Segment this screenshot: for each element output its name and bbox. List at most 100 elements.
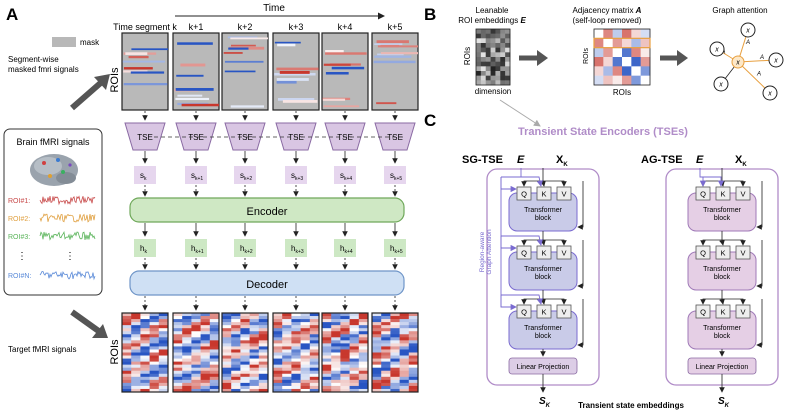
qkv-label: Q [700,190,706,199]
masked-signal-panels [121,32,419,111]
qkv-box [735,245,751,260]
edge-label: A [759,55,764,61]
adj-cell [622,75,632,86]
embed-cell [485,61,491,67]
qkv-label: Q [521,190,527,199]
adj-cols-label: ROIs [613,88,631,97]
embed-cell [480,71,487,76]
qkv-box [556,186,572,201]
qkv-label: Q [521,308,527,317]
block-label: block [535,215,552,222]
embed-cell [505,66,511,72]
state-label: sk+2 [240,171,252,182]
qkv-label: V [740,308,745,317]
adj-cell [603,75,613,86]
masked-label-1: Segment-wise [8,55,59,64]
target-panel [371,312,419,393]
time-label: Time [263,3,285,14]
panel-b-letter: B [424,5,436,24]
decoder-box [129,270,405,296]
block-label: block [535,274,552,281]
embed-cell [485,75,491,81]
graph-node [713,76,729,92]
block-label: Transformer [524,207,563,214]
tse-label: TSE [137,133,153,142]
embed-cell [490,66,496,72]
node-label: x [773,58,778,65]
panel-a-letter: A [6,5,18,24]
adjacency-matrix [593,28,651,86]
state-label: sk [140,171,147,182]
qkv-label: V [561,308,566,317]
hidden-box [185,239,207,257]
embed-cell [495,47,501,53]
embed-cell [495,52,501,58]
qkv-label: K [541,308,546,317]
hidden-label: hk [140,244,147,255]
embed-cell [495,38,501,44]
embed-cell [500,57,506,62]
embed-cell [500,29,506,34]
target-panel [272,312,320,393]
qkv-box [516,245,532,260]
adj-highlight-row [593,37,651,49]
state-box [334,166,356,184]
embed-cell [505,29,511,34]
embed-cell [505,75,511,81]
graph-title: Graph attention [712,6,767,15]
tse-row: TSEskhkTSEsk+1hk+1TSEsk+2hk+2TSEsk+3hk+3… [124,111,416,311]
block-label: block [535,333,552,340]
roi-ellipsis: ⋮ [17,251,27,262]
hidden-label: hk+4 [340,244,353,255]
node-label: x [767,91,772,98]
tse-block [175,122,217,151]
masked-panel [221,32,269,111]
qkv-box [516,186,532,201]
tse-label: TSE [387,133,403,142]
adj-cell [603,57,613,67]
brain-title: Brain fMRI signals [16,137,90,147]
node-label: x [745,28,750,35]
graph-node [709,41,725,57]
big-arrow-down-icon [70,309,108,338]
qkv-box [536,186,552,201]
embed-cell [500,38,506,44]
embed-cell [490,43,496,48]
residual-arrow [577,240,584,289]
embed-cell [480,33,487,39]
flow-arrow [521,290,544,305]
block-label: block [714,274,731,281]
embed-cell [490,61,496,67]
embed-cell [490,33,496,39]
residual-arrow [577,299,584,348]
embed-cell [476,43,482,48]
hidden-box [134,239,156,257]
adj-cell [631,75,641,86]
flow-arrow [700,231,723,246]
qkv-label: V [561,190,566,199]
qkv-label: Q [521,249,527,258]
target-panel [321,312,369,393]
region-label-2: Graph Attention [486,229,493,275]
qkv-box [715,245,731,260]
arrow-b1-icon [519,50,548,66]
embed-cell [505,71,511,76]
flow-arrow [540,298,546,305]
target-panel [121,312,169,393]
flow-arrow [700,290,723,305]
adj-title-2: (self-loop removed) [573,16,642,25]
target-label: Target fMRI signals [8,345,76,354]
flow-arrow [722,298,746,305]
embed-cell [490,38,496,44]
embed-cell [495,43,501,48]
block-label: Transformer [524,266,563,273]
roi-signal-line [39,270,96,281]
e-symbol: E [696,154,704,166]
flow-arrow [719,239,725,246]
embed-rows-label: ROIs [463,47,472,65]
s-symbol: SK [718,396,730,409]
node-label: x [714,47,719,54]
embed-cell [476,47,482,53]
roi-label: ROI#3: [8,234,30,241]
